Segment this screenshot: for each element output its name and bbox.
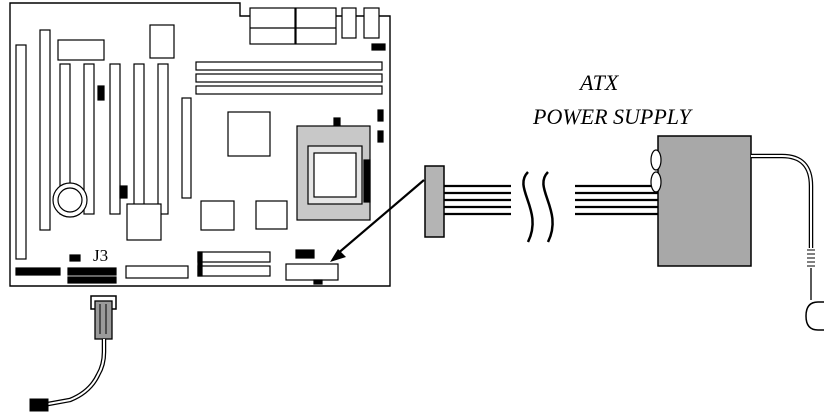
- io-port-block-left: [249, 7, 296, 45]
- ide-connector-fill: [197, 251, 203, 277]
- chip-south: [126, 203, 162, 241]
- psu-label-line-2: POWER SUPPLY: [532, 104, 694, 129]
- chip-north: [227, 111, 271, 157]
- atx-plug-icon: [424, 165, 658, 243]
- io-port-small-2: [363, 7, 380, 39]
- board-atx-connector: [285, 263, 339, 281]
- jumper-pci: [97, 85, 105, 101]
- chip-small-1: [200, 200, 235, 231]
- jumper-right-1: [377, 109, 384, 122]
- floppy-connector: [125, 265, 189, 279]
- power-cord-icon: [751, 153, 824, 331]
- atx-cable-wires-right: [575, 184, 658, 216]
- header-j3-pin: [69, 254, 81, 262]
- jumper-battery: [119, 185, 128, 199]
- board-atx-latch: [295, 249, 315, 259]
- pci-slot-4: [133, 63, 145, 215]
- chip-bios: [149, 24, 175, 59]
- isa-slot-1: [15, 44, 27, 260]
- power-supply-icon: [650, 135, 752, 267]
- psu-fan-bottom: [650, 171, 662, 193]
- atx-cable-wires-left: [444, 184, 511, 216]
- jumper-right-2: [377, 130, 384, 143]
- switch-cable-end: [29, 398, 49, 412]
- io-port-small-1: [341, 7, 357, 39]
- cpu-socket: [296, 125, 371, 221]
- cable-break-symbol: [522, 171, 554, 243]
- dimm-slot-1: [195, 61, 383, 71]
- power-cord-plug: [805, 301, 824, 331]
- psu-label-line-1: ATX: [578, 70, 620, 95]
- motherboard-icon: [9, 2, 391, 287]
- psu-body: [657, 135, 752, 267]
- chip-small-2: [255, 200, 288, 230]
- header-j3-row-2: [67, 267, 117, 276]
- power-cord-strain-relief: [807, 249, 815, 267]
- dimm-slot-3: [195, 85, 383, 95]
- pci-slot-2: [83, 63, 95, 215]
- pci-slot-5: [157, 63, 169, 215]
- agp-slot: [181, 97, 192, 199]
- ide-connector-2: [197, 265, 271, 277]
- connection-arrow: [330, 179, 425, 262]
- io-port-block-right: [295, 7, 337, 45]
- connector-label-j3: J3: [93, 246, 108, 265]
- psu-fan-top: [650, 149, 662, 171]
- atx-cable-plug: [424, 165, 445, 238]
- header-j3-row-3: [67, 276, 117, 284]
- chip-top-left: [57, 39, 105, 61]
- header-j3-row-1: [15, 267, 61, 276]
- io-jumper: [371, 43, 386, 51]
- ide-connector-1: [197, 251, 271, 263]
- dimm-slot-2: [195, 73, 383, 83]
- isa-slot-2: [39, 29, 51, 231]
- pci-slot-3: [109, 63, 121, 215]
- switch-cable-icon: [29, 295, 117, 412]
